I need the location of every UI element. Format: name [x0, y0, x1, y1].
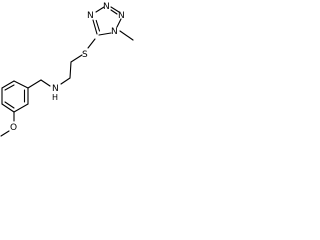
atom-sulfur: S — [82, 50, 88, 60]
bond-n3-n2-double — [110, 9, 118, 15]
bond-o-methyl — [0, 130, 10, 137]
atom-oxygen-methoxy: O — [10, 123, 17, 133]
bond-s-ch2 — [70, 54, 83, 63]
atom-hydrogen-amine: H — [52, 93, 58, 102]
bond-n3-n2 — [110, 6, 120, 13]
bond-n1-c5 — [98, 32, 112, 36]
atom-n-tetrazole-methyl: N — [111, 27, 118, 37]
bond-benzyl-ring — [27, 79, 42, 89]
bond-n4-n3 — [95, 6, 105, 13]
bond-n2-n1 — [116, 18, 122, 28]
chemical-structure: N N N N S N H O — [0, 2, 134, 137]
ring-bond-ab — [13, 80, 29, 89]
ring-bond-bc-inner — [4, 84, 15, 91]
atom-n-tetrazole-left: N — [87, 11, 94, 21]
atom-n-tetrazole-right: N — [118, 11, 125, 21]
atom-n-tetrazole-top: N — [103, 2, 110, 12]
ring-bond-ef — [13, 103, 29, 113]
atom-nitrogen-amine: N — [52, 84, 59, 94]
bond-n1-methyl — [119, 30, 134, 41]
bond-ch2-nh — [60, 77, 71, 85]
tetrazole-ring — [92, 6, 134, 41]
ring-bond-bc — [1, 80, 15, 89]
benzene-ring — [1, 79, 42, 113]
ring-bond-de — [1, 103, 15, 113]
bond-c5-n4 — [92, 19, 98, 35]
bond-c5-n4-double — [95, 19, 101, 32]
ring-bond-de-inner — [4, 101, 15, 109]
bond-c5-s — [87, 38, 96, 49]
bond-nh-benzyl — [40, 79, 51, 87]
bond-ch2-ch2 — [69, 61, 72, 79]
